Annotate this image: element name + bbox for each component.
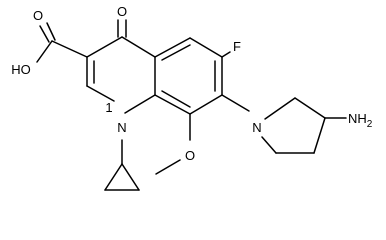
bond-c7-c8	[189, 94, 223, 115]
bond-pyrrolidine-c5-n	[261, 136, 277, 154]
bond-acid-to-hydroxyl	[36, 40, 53, 63]
bond-c8-c8a	[154, 94, 191, 115]
bond-c7-pyrrolidine-n	[221, 94, 250, 112]
bond-c4a-c5	[154, 37, 191, 58]
bond-pyrrolidine-c3-c4	[313, 117, 326, 154]
bond-c8a-n1	[124, 94, 156, 114]
methoxy-oxygen-label: O	[185, 148, 195, 163]
bond-acid-to-c3	[51, 40, 88, 58]
atom-labels: HO O O F N 1 N O NH2	[11, 4, 373, 163]
bond-cyclopropyl-left	[104, 163, 123, 191]
amino-label-main: NH	[348, 111, 367, 126]
bond-acid-carbonyl-right	[39, 25, 50, 43]
amino-label-subscript: 2	[367, 119, 373, 130]
bonds	[36, 19, 347, 191]
bond-pyrrolidine-top-c3	[294, 97, 326, 119]
bond-n1-c2	[86, 85, 115, 102]
pyrrolidine-nitrogen-label: N	[252, 120, 261, 135]
hydroxyl-label: HO	[11, 62, 31, 77]
acid-carbonyl-oxygen-label: O	[33, 8, 43, 23]
bond-c6-fluorine	[221, 51, 231, 58]
bond-methoxy-methyl	[155, 159, 181, 175]
bond-acid-carbonyl-left	[46, 22, 56, 41]
bond-cyclopropyl-right	[121, 163, 140, 191]
bond-c3-c4	[86, 36, 123, 58]
molecule-structure-diagram: HO O O F N 1 N O NH2	[11, 4, 373, 191]
bond-c4-c4a	[121, 36, 156, 58]
ring-nitrogen-label: N	[117, 120, 126, 135]
bond-c5-c6	[189, 37, 223, 58]
ring-nitrogen-locant: 1	[105, 100, 112, 115]
bond-pyrrolidine-n-upper	[264, 97, 296, 120]
ketone-oxygen-label: O	[117, 4, 127, 19]
bond-c8-c8a-inner	[161, 90, 191, 108]
bond-c4a-c5-inner	[161, 44, 191, 61]
amino-label: NH2	[348, 111, 373, 130]
fluorine-label: F	[233, 39, 241, 54]
